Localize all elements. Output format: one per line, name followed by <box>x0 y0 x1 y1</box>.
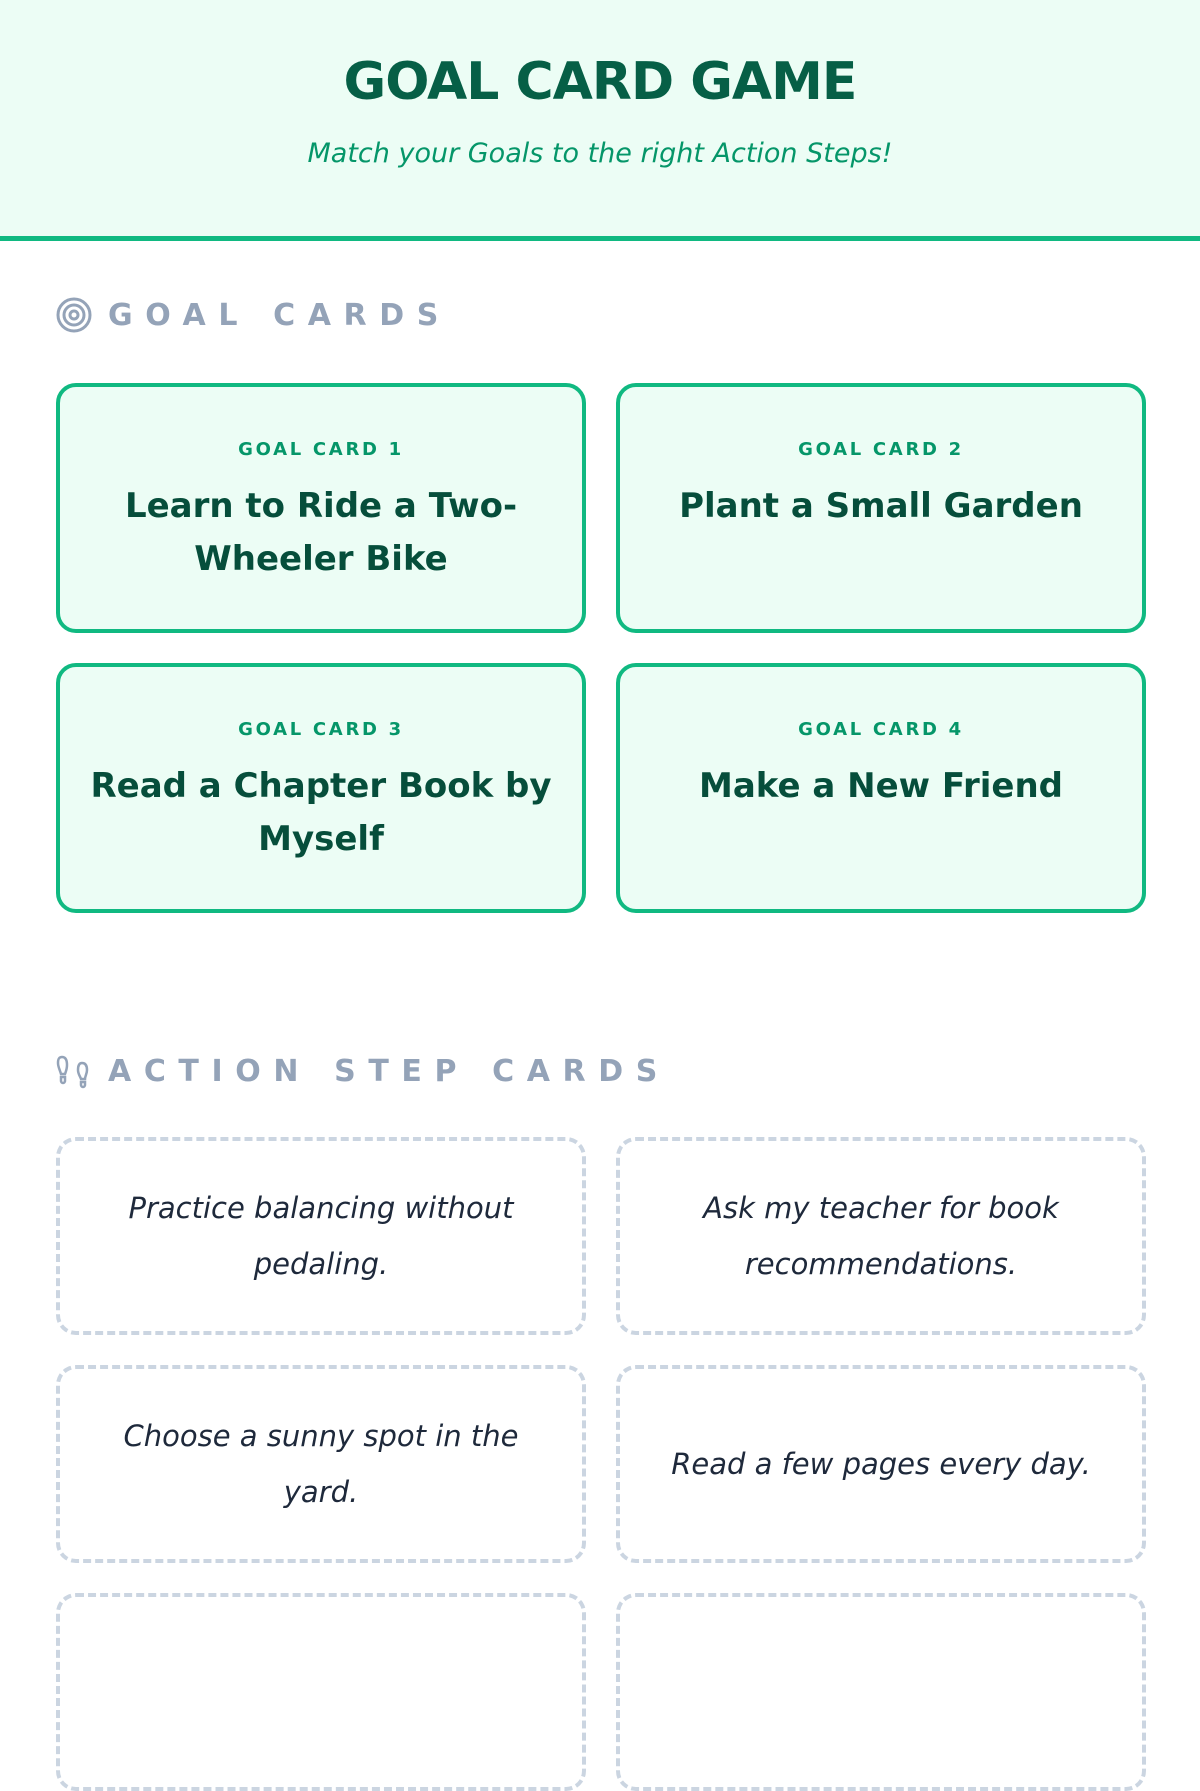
goal-card-label: GOAL CARD 4 <box>798 719 964 740</box>
action-cards-heading: ACTION STEP CARDS <box>56 1053 1200 1089</box>
page-title: GOAL CARD GAME <box>343 52 858 112</box>
goal-card[interactable]: GOAL CARD 2 Plant a Small Garden <box>616 383 1146 633</box>
goal-cards-heading: GOAL CARDS <box>56 297 1200 333</box>
goal-card-title: Learn to Ride a Two-Wheeler Bike <box>124 486 518 579</box>
goal-card[interactable]: GOAL CARD 1 Learn to Ride a Two-Wheeler B… <box>56 383 586 633</box>
goal-card-title: Read a Chapter Book by Myself <box>90 766 552 859</box>
action-card[interactable]: Choose a sunny spot in the yard. <box>56 1365 586 1563</box>
target-icon <box>56 297 92 333</box>
action-card[interactable] <box>56 1593 586 1791</box>
goal-card-grid: GOAL CARD 1 Learn to Ride a Two-Wheeler B… <box>56 383 1200 913</box>
goal-card-label: GOAL CARD 1 <box>238 439 404 460</box>
header: GOAL CARD GAME Match your Goals to the r… <box>0 0 1200 241</box>
action-card[interactable]: Practice balancing without pedaling. <box>56 1137 586 1335</box>
goal-card-label: GOAL CARD 3 <box>238 719 404 740</box>
goal-card-label: GOAL CARD 2 <box>798 439 964 460</box>
action-card[interactable]: Read a few pages every day. <box>616 1365 1146 1563</box>
goal-card[interactable]: GOAL CARD 3 Read a Chapter Book by Myself <box>56 663 586 913</box>
goal-card[interactable]: GOAL CARD 4 Make a New Friend <box>616 663 1146 913</box>
goal-card-title: Make a New Friend <box>699 766 1063 806</box>
action-card-grid: Practice balancing without pedaling. Ask… <box>56 1137 1200 1791</box>
section-title: GOAL CARDS <box>108 297 451 333</box>
footprints-icon <box>56 1055 89 1089</box>
action-card[interactable] <box>616 1593 1146 1791</box>
page-subtitle: Match your Goals to the right Action Ste… <box>307 138 893 169</box>
action-card[interactable]: Ask my teacher for book recommendations. <box>616 1137 1146 1335</box>
section-title: ACTION STEP CARDS <box>108 1053 670 1089</box>
goal-card-title: Plant a Small Garden <box>679 486 1083 526</box>
